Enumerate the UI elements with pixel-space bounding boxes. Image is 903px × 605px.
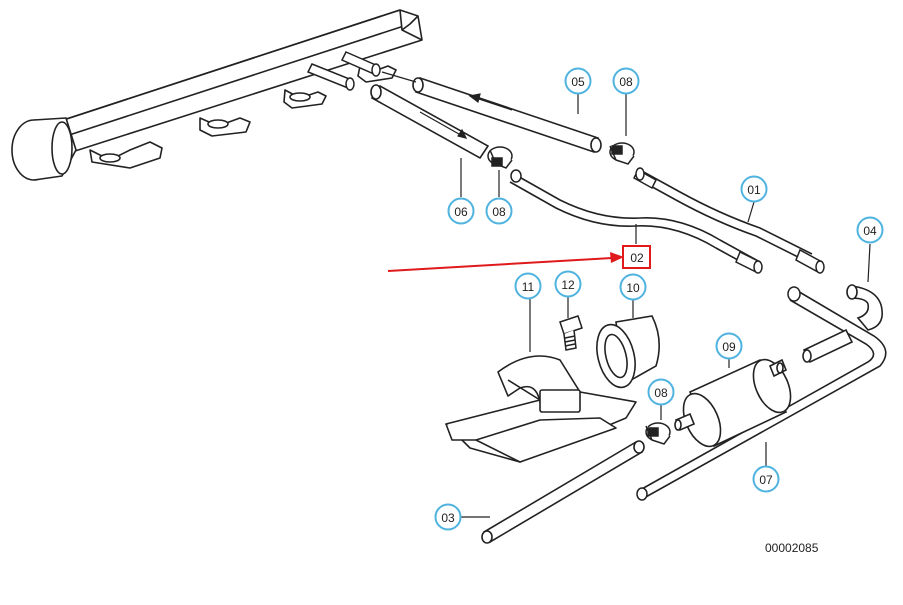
pipe-01-ends xyxy=(633,167,825,274)
fuel-rail xyxy=(11,9,423,181)
bolt xyxy=(559,315,583,351)
flow-arrow xyxy=(419,111,468,139)
callout-08-label: 08 xyxy=(619,75,633,89)
callout-04[interactable]: 04 xyxy=(856,216,884,244)
hose-06 xyxy=(370,84,490,160)
fuel-filter xyxy=(674,328,854,448)
rail-nipples xyxy=(306,51,381,91)
callout-03[interactable]: 03 xyxy=(434,503,462,531)
callout-12[interactable]: 12 xyxy=(554,270,582,298)
drawing-number: 00002085 xyxy=(765,541,819,555)
callout-08-label: 08 xyxy=(492,205,506,219)
hose-05 xyxy=(412,76,602,154)
callout-01[interactable]: 01 xyxy=(740,175,768,203)
callout-11-label: 11 xyxy=(522,280,535,294)
pipe-03 xyxy=(481,440,645,544)
callout-09[interactable]: 09 xyxy=(715,332,743,360)
pipe-07 xyxy=(639,289,887,499)
callout-10-label: 10 xyxy=(626,281,640,295)
callout-07[interactable]: 07 xyxy=(752,465,780,493)
callout-02-label: 02 xyxy=(630,251,644,265)
callout-06[interactable]: 06 xyxy=(447,197,475,225)
callout-09-label: 09 xyxy=(722,340,736,354)
pipe-01 xyxy=(635,169,813,263)
hose-clamp xyxy=(487,146,513,169)
callout-11[interactable]: 11 xyxy=(514,272,542,300)
callout-03-label: 03 xyxy=(441,511,455,525)
callout-07-label: 07 xyxy=(759,473,773,487)
callout-08-label: 08 xyxy=(654,386,668,400)
rubber-ring xyxy=(596,315,660,389)
callout-04-label: 04 xyxy=(863,224,877,238)
hose-clamp xyxy=(609,142,635,165)
callout-08-top-right[interactable]: 08 xyxy=(612,67,640,95)
highlight-arrow xyxy=(387,252,624,272)
callout-05[interactable]: 05 xyxy=(564,67,592,95)
callout-01-label: 01 xyxy=(747,183,761,197)
pipe-02-ends xyxy=(510,169,763,274)
flow-arrow xyxy=(381,71,513,111)
hose-clamp xyxy=(645,422,671,445)
callout-12-label: 12 xyxy=(561,278,575,292)
callout-08-bottom[interactable]: 08 xyxy=(647,378,675,406)
pipe-07-ends xyxy=(636,286,801,501)
callout-06-label: 06 xyxy=(454,205,468,219)
hose-04 xyxy=(846,284,884,331)
filter-bracket xyxy=(445,355,637,463)
callout-08-top-left[interactable]: 08 xyxy=(485,197,513,225)
callout-05-label: 05 xyxy=(571,75,585,89)
callout-10[interactable]: 10 xyxy=(619,273,647,301)
callout-02[interactable]: 02 xyxy=(622,245,651,269)
leader-lines xyxy=(460,94,871,518)
